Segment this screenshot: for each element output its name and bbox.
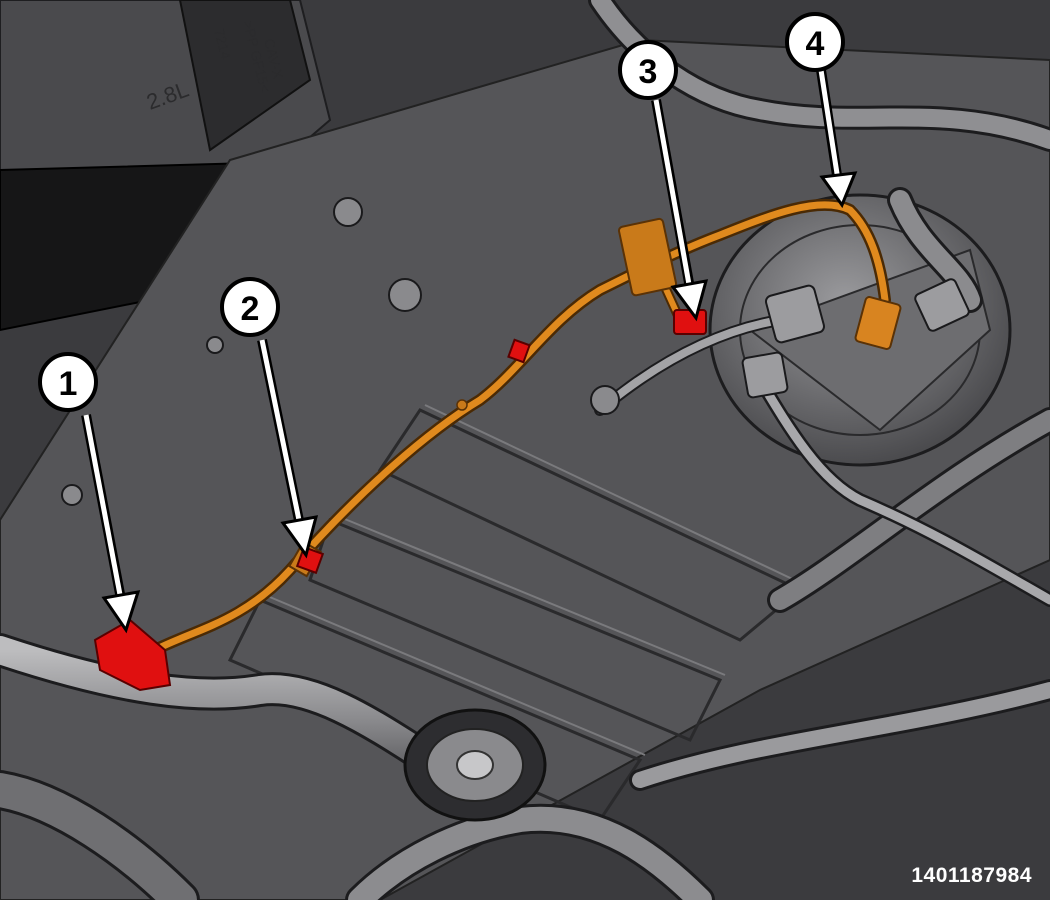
- label-plate: [178, 0, 312, 152]
- harness-band: [456, 399, 468, 411]
- callout-arrowheads: [101, 171, 858, 634]
- callout-label-1: 1: [59, 365, 78, 403]
- callout-circle-2: [220, 277, 280, 337]
- callout-circle-1: [38, 352, 98, 412]
- callout-label-3: 3: [639, 53, 658, 91]
- callout-label-4: 4: [806, 25, 825, 63]
- callout-3: 3: [618, 40, 678, 100]
- arrow-1: [83, 414, 124, 601]
- callout-circle-4: [785, 12, 845, 72]
- tank-rib-highlights: [264, 404, 806, 756]
- red-connector-3: [673, 309, 707, 335]
- red-clip-mid: [507, 338, 531, 364]
- pump-electrical-connectors: [741, 278, 970, 399]
- callout-circle-3: [618, 40, 678, 100]
- callout-1: 1: [38, 352, 98, 412]
- tank-grommet: [403, 708, 547, 822]
- callout-label-2: 2: [241, 290, 260, 328]
- callout-2: 2: [220, 277, 280, 337]
- callout-arrows: [83, 69, 841, 601]
- arrow-3: [653, 99, 693, 291]
- arrow-4: [818, 69, 841, 181]
- figure-id: 1401187984: [911, 864, 1032, 887]
- arrow-2: [259, 339, 303, 526]
- callout-4: 4: [785, 12, 845, 72]
- pump-harness-connector: [854, 296, 902, 350]
- fastener-bolts: [61, 197, 620, 506]
- harness-connector-body: [617, 217, 678, 297]
- stamp-line-1: 7214: [211, 27, 234, 61]
